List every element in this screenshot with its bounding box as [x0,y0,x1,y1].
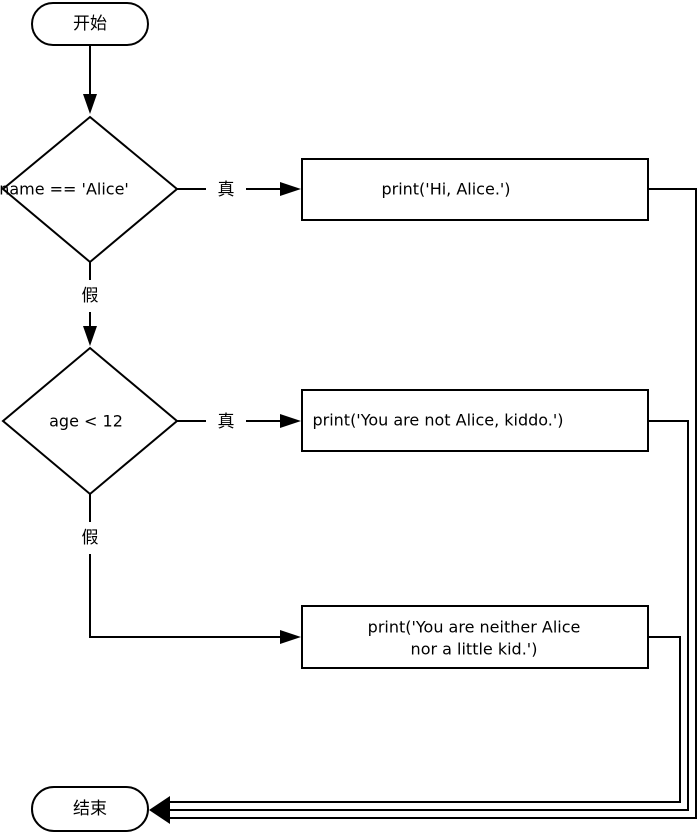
decision-name-label: name == 'Alice' [0,180,129,199]
edge-print-kiddo-to-end [168,420,689,811]
end-label: 结束 [73,799,107,819]
edge-age-false-b [89,554,282,638]
process-print-neither-label-line1: print('You are neither Alice [368,618,581,637]
process-print-kiddo-label: print('You are not Alice, kiddo.') [312,411,563,430]
edge-print-neither-to-end [168,636,681,803]
edge-label-name-true: 真 [218,180,235,200]
decision-age-label: age < 12 [49,412,123,431]
edge-label-name-false: 假 [82,286,99,306]
edge-print-hi-to-end [168,188,697,819]
arrowhead [280,414,301,428]
arrowhead [280,182,301,196]
end-terminal [31,786,149,832]
arrowhead-into-end [149,796,170,824]
process-print-hi-label: print('Hi, Alice.') [381,180,510,199]
arrowhead [280,630,301,644]
arrowhead [83,326,97,346]
start-label: 开始 [73,14,107,34]
process-print-neither-label-line2: nor a little kid.') [411,640,538,659]
process-print-kiddo [301,389,649,452]
process-print-hi [301,158,649,221]
process-print-neither [301,605,649,669]
edge-label-age-true: 真 [218,412,235,432]
edge-label-age-false: 假 [82,528,99,548]
arrowhead [83,94,97,114]
